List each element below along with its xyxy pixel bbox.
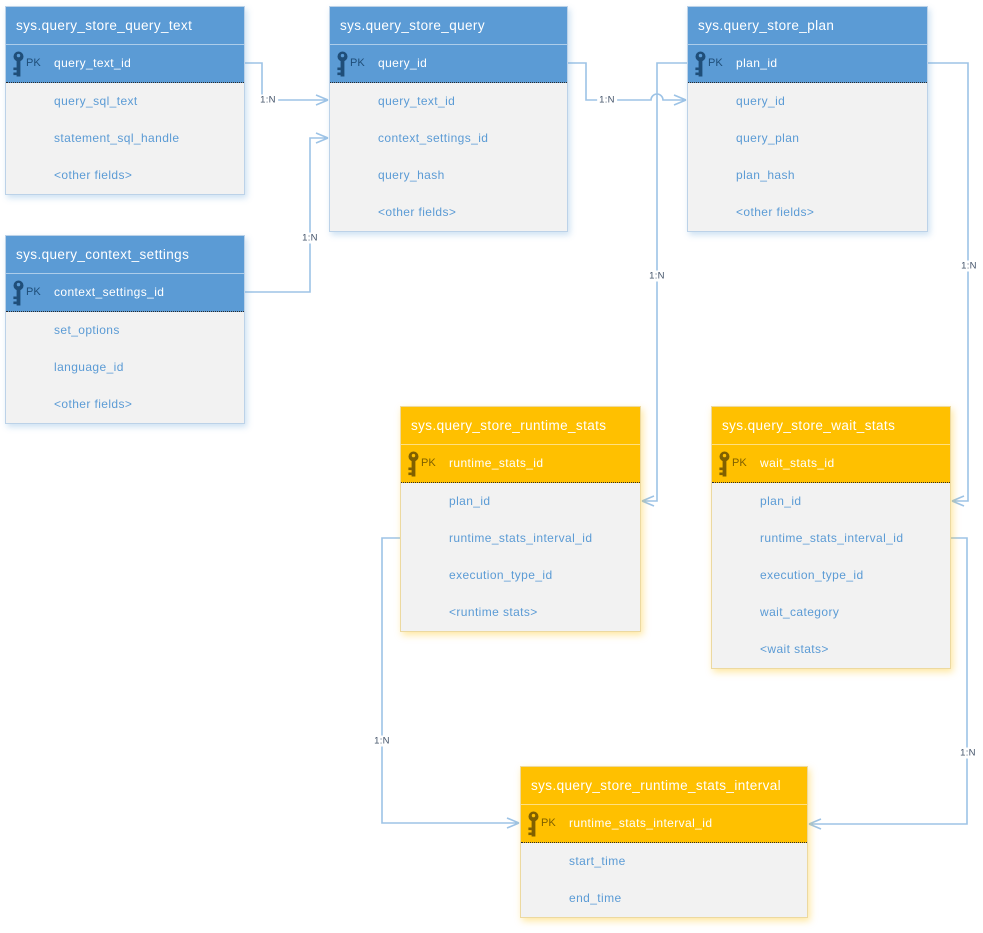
pk-label: PK [541,817,556,829]
pk-label: PK [350,57,365,69]
key-icon [13,51,24,77]
table-title: sys.query_store_query_text [6,7,244,45]
pk-label: PK [26,57,41,69]
field-row: runtime_stats_interval_id [449,531,593,545]
table-title: sys.query_context_settings [6,236,244,274]
table-title: sys.query_store_query [330,7,567,45]
table-body: plan_id runtime_stats_interval_id execut… [401,483,640,631]
field-row: <other fields> [736,205,815,219]
field-row: language_id [54,360,124,374]
field-row: statement_sql_handle [54,131,180,145]
table-query-store-runtime-stats-interval[interactable]: sys.query_store_runtime_stats_interval P… [520,766,808,918]
relationship-line-query-plan [568,62,687,106]
key-icon [528,811,539,837]
pk-label: PK [732,457,747,469]
cardinality-label: 1:N [597,94,617,106]
cardinality-label: 1:N [647,270,667,282]
field-row: <other fields> [54,397,133,411]
table-body: start_time end_time [521,843,807,917]
pk-field-name: wait_stats_id [760,456,835,470]
table-body: plan_id runtime_stats_interval_id execut… [712,483,950,668]
field-row: <runtime stats> [449,605,538,619]
cardinality-label: 1:N [372,735,392,747]
pk-field-name: context_settings_id [54,285,165,299]
cardinality-label: 1:N [958,747,978,759]
table-query-context-settings[interactable]: sys.query_context_settings PK context_se… [5,235,245,424]
table-body: query_id query_plan plan_hash <other fie… [688,83,927,231]
field-row: execution_type_id [449,568,553,582]
key-icon [13,280,24,306]
pk-field-name: query_text_id [54,56,132,70]
field-row: query_text_id [378,94,456,108]
field-row: <other fields> [378,205,457,219]
field-row: runtime_stats_interval_id [760,531,904,545]
key-icon [337,51,348,77]
table-body: query_sql_text statement_sql_handle <oth… [6,83,244,194]
cardinality-label: 1:N [300,232,320,244]
key-icon [408,451,419,477]
table-title: sys.query_store_runtime_stats_interval [521,767,807,805]
pk-row: PK runtime_stats_interval_id [521,805,807,843]
pk-field-name: runtime_stats_id [449,456,544,470]
field-row: query_hash [378,168,445,182]
table-title: sys.query_store_plan [688,7,927,45]
pk-field-name: query_id [378,56,428,70]
field-row: plan_hash [736,168,795,182]
field-row: start_time [569,854,626,868]
pk-label: PK [421,457,436,469]
pk-label: PK [708,57,723,69]
pk-field-name: runtime_stats_interval_id [569,816,713,830]
pk-field-name: plan_id [736,56,778,70]
table-title: sys.query_store_runtime_stats [401,407,640,445]
table-query-store-runtime-stats[interactable]: sys.query_store_runtime_stats PK runtime… [400,406,641,632]
table-title: sys.query_store_wait_stats [712,407,950,445]
field-row: context_settings_id [378,131,489,145]
table-query-store-plan[interactable]: sys.query_store_plan PK plan_id query_id… [687,6,928,232]
field-row: execution_type_id [760,568,864,582]
table-body: query_text_id context_settings_id query_… [330,83,567,231]
relationship-line-plan-runtimestats [641,62,687,507]
pk-label: PK [26,286,41,298]
cardinality-label: 1:N [258,94,278,106]
pk-row: PK context_settings_id [6,274,244,312]
pk-row: PK plan_id [688,45,927,83]
table-query-store-wait-stats[interactable]: sys.query_store_wait_stats PK wait_stats… [711,406,951,669]
cardinality-label: 1:N [959,260,979,272]
field-row: set_options [54,323,120,337]
pk-row: PK query_id [330,45,567,83]
field-row: <other fields> [54,168,133,182]
table-body: set_options language_id <other fields> [6,312,244,423]
field-row: wait_category [760,605,840,619]
key-icon [695,51,706,77]
table-query-store-query-text[interactable]: sys.query_store_query_text PK query_text… [5,6,245,195]
field-row: <wait stats> [760,642,829,656]
key-icon [719,451,730,477]
relationship-line-contextsettings-query [245,132,329,293]
field-row: query_sql_text [54,94,138,108]
pk-row: PK query_text_id [6,45,244,83]
field-row: plan_id [760,494,802,508]
field-row: plan_id [449,494,491,508]
table-query-store-query[interactable]: sys.query_store_query PK query_id query_… [329,6,568,232]
field-row: query_plan [736,131,800,145]
field-row: query_id [736,94,786,108]
pk-row: PK runtime_stats_id [401,445,640,483]
field-row: end_time [569,891,622,905]
pk-row: PK wait_stats_id [712,445,950,483]
